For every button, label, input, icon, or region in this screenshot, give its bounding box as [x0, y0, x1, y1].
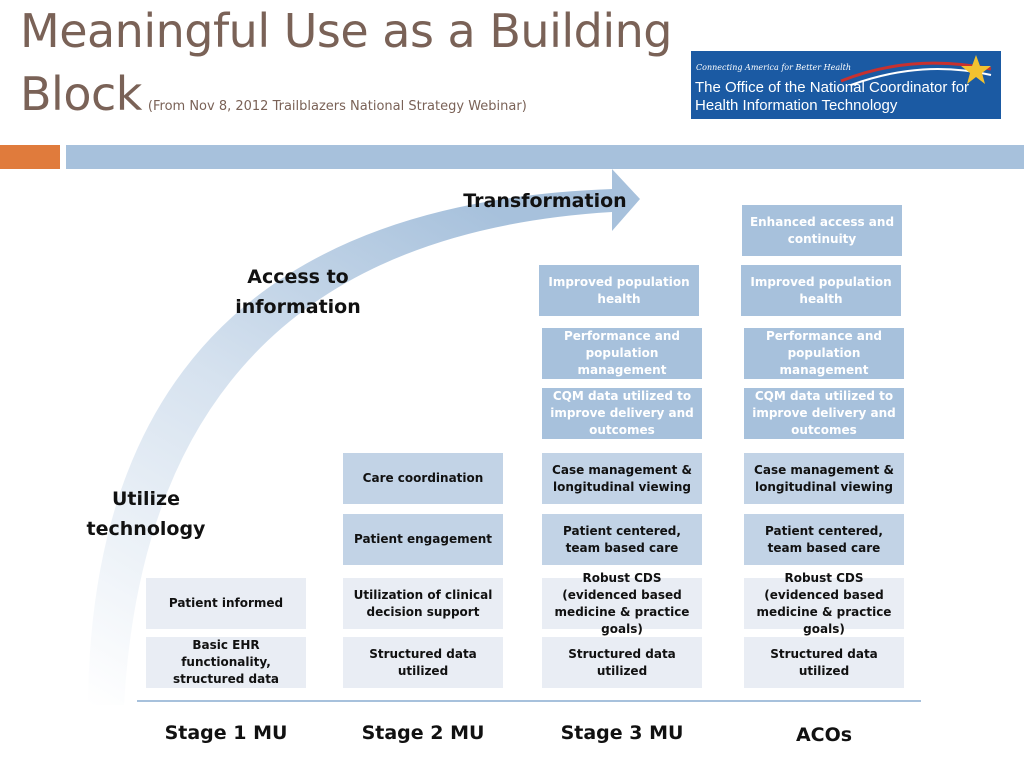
box-text: Patient centered, team based care [563, 523, 681, 555]
box-text: Structured data utilized [369, 646, 477, 678]
box-stage2-care-coordination: Care coordination [343, 453, 503, 504]
box-stage2-clinical-decision-support: Utilization of clinical decision support [343, 578, 503, 629]
box-stage2-patient-engagement: Patient engagement [343, 514, 503, 565]
box-stage3-robust-cds: Robust CDS (evidenced based medicine & p… [542, 571, 702, 636]
box-text: Case management & longitudinal viewing [754, 462, 894, 494]
box-stage1-patient-informed: Patient informed [146, 578, 306, 629]
logo-swoosh-star-icon [840, 55, 992, 86]
box-text: Robust CDS (evidenced based medicine & p… [756, 570, 892, 636]
stage-label-stage1: Stage 1 MU [164, 722, 288, 744]
logo-name-line-1: The Office of the National Coordinator f… [695, 79, 970, 96]
baseline-divider [137, 700, 921, 702]
box-text: Structured data utilized [770, 646, 878, 678]
box-text: Robust CDS (evidenced based medicine & p… [554, 570, 690, 636]
box-aco-cqm-data: CQM data utilized to improve delivery an… [744, 388, 904, 439]
stage-label-stage2: Stage 2 MU [361, 722, 485, 744]
box-text: Utilization of clinical decision support [353, 587, 493, 619]
box-aco-improved-population-health: Improved population health [741, 265, 901, 316]
box-text: Enhanced access and continuity [749, 214, 895, 246]
box-text: Performance and population management [563, 329, 681, 377]
stage-label-acos: ACOs [795, 724, 853, 746]
box-text: Patient engagement [353, 532, 493, 546]
box-stage3-case-management: Case management & longitudinal viewing [542, 453, 702, 504]
label-access-to-information: Access to information [215, 262, 381, 322]
slide-title: Meaningful Use as a Building Block (From … [20, 0, 700, 138]
title-line-2-text: Block [20, 67, 142, 121]
logo-name-line-2: Health Information Technology [695, 97, 898, 114]
box-aco-performance-population-management: Performance and population management [744, 328, 904, 379]
logo-tagline: Connecting America for Better Health [696, 63, 852, 72]
box-text: Performance and population management [765, 329, 883, 377]
box-text: Patient centered, team based care [765, 523, 883, 555]
logo-name: The Office of the National Coordinator f… [695, 79, 969, 115]
box-stage3-performance-population-management: Performance and population management [542, 328, 702, 379]
box-text: Basic EHR functionality, structured data [172, 638, 280, 686]
slide-subtitle: (From Nov 8, 2012 Trailblazers National … [147, 99, 527, 114]
label-access-line-2: information [235, 296, 361, 318]
header-bar-blue [66, 145, 1024, 169]
box-aco-enhanced-access: Enhanced access and continuity [742, 205, 902, 256]
label-utilize-line-1: Utilize [112, 488, 180, 510]
stage-label-stage3: Stage 3 MU [560, 722, 684, 744]
label-access-line-1: Access to [247, 266, 349, 288]
header-bar-orange [0, 145, 60, 169]
box-aco-robust-cds: Robust CDS (evidenced based medicine & p… [744, 571, 904, 636]
box-aco-structured-data: Structured data utilized [744, 637, 904, 688]
label-utilize-technology: Utilize technology [70, 484, 222, 544]
box-stage3-improved-population-health: Improved population health [539, 265, 699, 316]
label-transformation-text: Transformation [463, 190, 627, 212]
box-stage2-structured-data: Structured data utilized [343, 637, 503, 688]
title-line-2: Block (From Nov 8, 2012 Trailblazers Nati… [20, 63, 700, 138]
box-text: CQM data utilized to improve delivery an… [550, 389, 694, 437]
box-text: Patient informed [168, 596, 284, 610]
onc-logo: Connecting America for Better Health The… [691, 51, 1001, 119]
box-stage1-basic-ehr: Basic EHR functionality, structured data [146, 637, 306, 688]
title-line-1: Meaningful Use as a Building [20, 4, 672, 58]
box-stage3-cqm-data: CQM data utilized to improve delivery an… [542, 388, 702, 439]
box-aco-patient-centered-care: Patient centered, team based care [744, 514, 904, 565]
box-text: Care coordination [362, 471, 484, 485]
label-utilize-line-2: technology [86, 518, 206, 540]
box-stage3-patient-centered-care: Patient centered, team based care [542, 514, 702, 565]
box-text: Improved population health [750, 274, 892, 306]
box-text: CQM data utilized to improve delivery an… [752, 389, 896, 437]
box-aco-case-management: Case management & longitudinal viewing [744, 453, 904, 504]
label-transformation: Transformation [455, 186, 635, 216]
box-text: Case management & longitudinal viewing [552, 462, 692, 494]
box-stage3-structured-data: Structured data utilized [542, 637, 702, 688]
box-text: Structured data utilized [568, 646, 676, 678]
box-text: Improved population health [548, 274, 690, 306]
